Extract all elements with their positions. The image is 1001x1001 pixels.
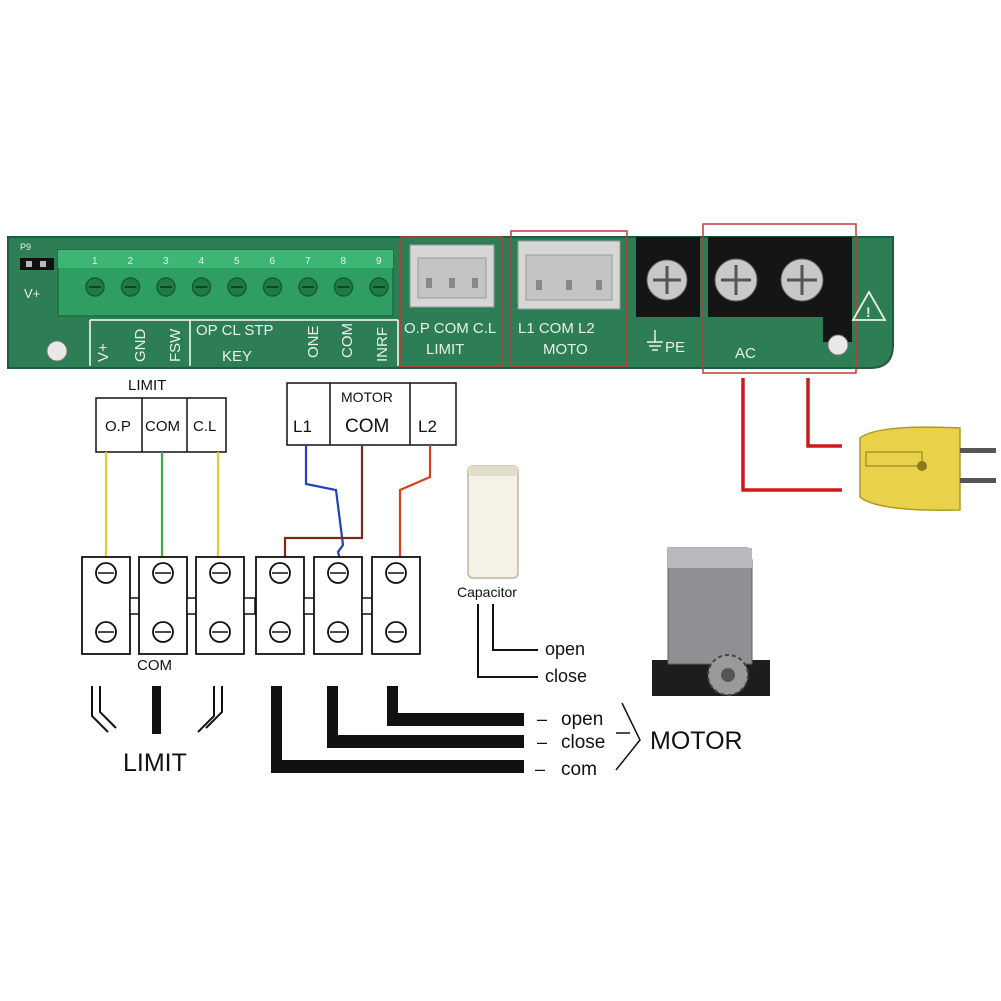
limit-connector-label: LIMIT <box>426 341 464 358</box>
key-pins-label: OP CL STP <box>196 322 274 339</box>
pin-number: 5 <box>234 256 240 267</box>
key-label: KEY <box>222 348 252 365</box>
ac-terminal: AC <box>702 223 857 374</box>
wire-l1 <box>304 445 346 574</box>
pe-terminal: PE <box>636 237 700 356</box>
wire-ac-1 <box>741 378 842 492</box>
pin-number: 1 <box>92 256 98 267</box>
gate-motor-icon <box>652 547 770 696</box>
pin-label-fsw: FSW <box>167 328 184 362</box>
pin-number: 7 <box>305 256 311 267</box>
capacitor-label: Capacitor <box>457 584 517 600</box>
motor-cell-l1: L1 <box>293 417 312 436</box>
pin-number: 3 <box>163 256 169 267</box>
pin-label-com: COM <box>339 323 356 358</box>
control-board: P9 V+ 1 2 3 4 5 6 7 8 9 V+ GND FSW OP CL STP KEY… <box>7 223 894 374</box>
signal-wires <box>104 445 432 574</box>
pin-number: 8 <box>341 256 347 267</box>
limit-box: LIMIT O.P COM C.L <box>95 377 227 453</box>
motor-legend: – open – close – com MOTOR <box>535 702 743 780</box>
motor-legend-title: MOTOR <box>650 727 743 755</box>
motor-legend-com: com <box>561 759 597 780</box>
capacitor-open-label: open <box>545 639 585 659</box>
motor-box: MOTOR L1 COM L2 <box>286 382 457 446</box>
warning-icon: ! <box>851 290 887 321</box>
terminal-com-label: COM <box>137 657 172 674</box>
motor-cell-l2: L2 <box>418 417 437 436</box>
moto-connector: L1 COM L2 MOTO <box>510 230 628 367</box>
capacitor-close-label: close <box>545 666 587 686</box>
pin-label-gnd: GND <box>132 329 149 363</box>
ac-label: AC <box>735 345 756 362</box>
pin-number: 4 <box>199 256 205 267</box>
pin-label-inrf: INRF <box>374 327 391 362</box>
svg-text:–: – <box>537 732 547 752</box>
ac-wires <box>741 378 842 492</box>
motor-lead-lines <box>271 686 524 773</box>
moto-connector-pins: L1 COM L2 <box>518 320 595 337</box>
pe-label: PE <box>665 339 685 356</box>
limit-caption: LIMIT <box>123 749 187 777</box>
jumper-p9: P9 V+ <box>20 242 54 301</box>
mount-hole-right <box>827 334 849 356</box>
svg-text:–: – <box>535 759 545 779</box>
limit-connector-pins: O.P COM C.L <box>404 320 496 337</box>
mount-hole-left <box>46 340 68 362</box>
motor-cell-com: COM <box>345 416 389 437</box>
motor-box-title: MOTOR <box>341 389 393 405</box>
limit-switch-symbols: LIMIT <box>91 686 223 777</box>
vplus-label: V+ <box>24 286 40 301</box>
jumper-label: P9 <box>20 242 31 252</box>
capacitor: Capacitor open close <box>457 465 587 686</box>
wire-motor-com <box>283 445 364 573</box>
wire-ac-2 <box>806 378 842 448</box>
motor-legend-open: open <box>561 709 603 730</box>
plug-icon <box>859 426 996 511</box>
terminal-block <box>81 556 421 655</box>
motor-legend-close: close <box>561 732 605 753</box>
limit-box-title: LIMIT <box>128 377 166 394</box>
limit-cell-op: O.P <box>105 418 131 435</box>
svg-text:!: ! <box>866 304 871 320</box>
wire-l2 <box>398 445 432 573</box>
pin-number: 2 <box>128 256 134 267</box>
limit-cell-cl: C.L <box>193 418 216 435</box>
limit-cell-com: COM <box>145 418 180 435</box>
pin-number: 9 <box>376 256 382 267</box>
pin-label-one: ONE <box>305 325 322 358</box>
green-terminal-strip: 1 2 3 4 5 6 7 8 9 <box>57 249 394 317</box>
moto-connector-label: MOTO <box>543 341 588 358</box>
pin-label-vplus: V+ <box>95 343 112 362</box>
limit-connector: O.P COM C.L LIMIT <box>400 236 503 367</box>
svg-text:–: – <box>537 709 547 729</box>
pin-number: 6 <box>270 256 276 267</box>
